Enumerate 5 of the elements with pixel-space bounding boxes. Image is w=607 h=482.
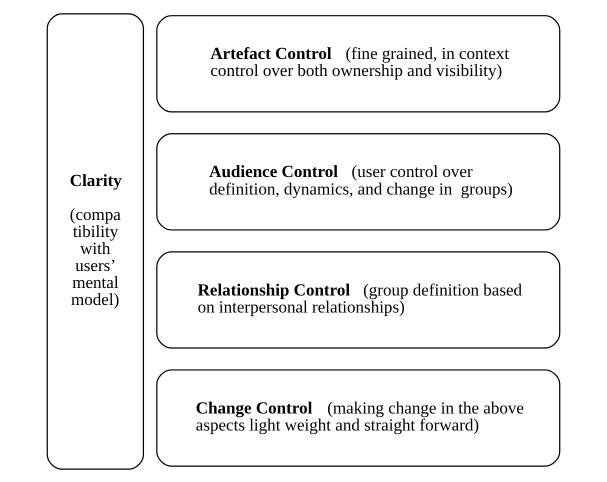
node-box: Clarity (compa tibility with users’ mental model): [46, 12, 144, 470]
node-box: Relationship Control (group definition based on interpersonal relationships): [156, 250, 560, 348]
node-box: Change Control (making change in the above aspects light weight and straight forward): [156, 368, 560, 466]
node-box: Artefact Control (fine grained, in context control over both ownership and visibility): [156, 14, 560, 112]
node-box: Audience Control (user control over definition, dynamics, and change in groups): [156, 132, 560, 230]
